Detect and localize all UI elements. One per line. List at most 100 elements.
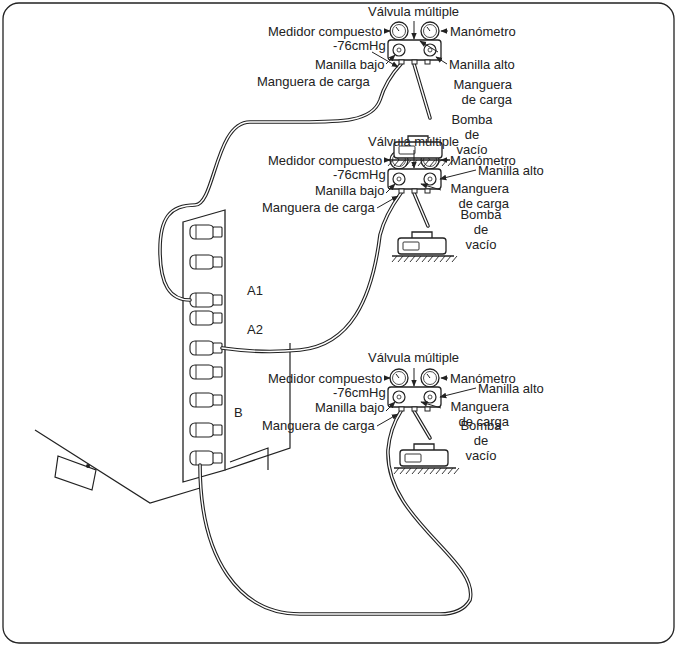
valve-body xyxy=(190,423,214,437)
valve-body xyxy=(190,341,214,355)
ground-hatch xyxy=(430,468,435,474)
ground-hatch xyxy=(436,468,441,474)
knob-center xyxy=(428,177,432,181)
valve-line xyxy=(196,451,197,465)
ground-hatch xyxy=(418,468,423,474)
outdoor-unit xyxy=(35,210,290,503)
callout-label: Medidor compuesto xyxy=(268,371,382,386)
pump-body xyxy=(398,238,446,254)
valve-nut xyxy=(213,227,222,237)
callout-label: Bomba de vacío xyxy=(458,418,504,463)
callout-label: Bomba de vacío xyxy=(458,207,504,252)
leader-arrow xyxy=(440,388,476,397)
service-valve xyxy=(190,255,222,269)
manifold-port xyxy=(425,189,430,193)
gauge-dial xyxy=(421,369,439,387)
pump-body xyxy=(400,450,448,466)
gauge-face xyxy=(393,25,406,38)
gauge-face xyxy=(424,372,437,385)
ground-hatch xyxy=(400,468,405,474)
valve-body xyxy=(190,293,214,307)
ground-hatch xyxy=(430,160,435,166)
service-valve xyxy=(190,225,222,239)
leader-arrow xyxy=(384,378,390,379)
valve-body xyxy=(190,365,214,379)
callout-label: Manómetro xyxy=(450,24,516,39)
hose-outer xyxy=(414,64,430,118)
ground-hatch xyxy=(412,468,417,474)
hose-outer xyxy=(414,411,430,438)
charge-hose xyxy=(414,64,430,118)
leader-arrow xyxy=(420,41,438,52)
leader-arrow xyxy=(414,150,415,168)
leader-arrow xyxy=(386,184,395,193)
ground-hatch xyxy=(392,256,397,262)
ground-hatch xyxy=(406,160,411,166)
valve-line xyxy=(196,225,197,239)
manifold-port xyxy=(399,407,404,411)
unit-outline xyxy=(230,448,268,470)
knob-center xyxy=(397,48,401,52)
valve-line xyxy=(196,365,197,379)
leader-arrow xyxy=(421,184,441,190)
ground-hatch xyxy=(422,256,427,262)
unit-outline xyxy=(225,343,290,470)
callout-label: Medidor compuesto xyxy=(268,153,382,168)
pump-panel xyxy=(405,454,421,462)
hose-inner xyxy=(160,64,401,300)
manifold-body xyxy=(388,169,441,189)
manifold-knob xyxy=(393,44,405,56)
ground-hatch xyxy=(410,256,415,262)
charge-hose xyxy=(414,193,428,226)
leader-arrow xyxy=(414,368,415,386)
charge-hose xyxy=(200,411,471,614)
callout-label: -76cmHg xyxy=(333,38,386,53)
callout-label: Manguera de carga xyxy=(262,418,375,433)
unit-dot xyxy=(86,464,90,468)
hose-inner xyxy=(222,193,401,351)
charge-hose xyxy=(160,64,401,300)
callout-label: Válvula múltiple xyxy=(368,4,459,19)
gauge-dial xyxy=(421,22,439,40)
ground-hatch xyxy=(404,256,409,262)
service-valve xyxy=(190,341,222,355)
manifold-knob xyxy=(424,173,436,185)
callout-label: Manguera de carga xyxy=(443,181,509,211)
hose-inner xyxy=(414,193,428,226)
service-valve xyxy=(190,293,222,307)
unit-outline xyxy=(35,430,200,503)
vacuum-pump xyxy=(394,444,459,474)
ground-hatch xyxy=(454,468,459,474)
manifold-valve xyxy=(388,369,441,411)
leader-arrow xyxy=(386,402,395,411)
ground-hatch xyxy=(394,160,399,166)
callout-label: Válvula múltiple xyxy=(368,350,459,365)
ground-hatch xyxy=(442,468,447,474)
charge-hose xyxy=(414,411,430,438)
ground-hatch xyxy=(406,468,411,474)
valve-body xyxy=(190,451,214,465)
manifold-port xyxy=(412,407,417,411)
callout-label: -76cmHg xyxy=(333,167,386,182)
leader-arrow xyxy=(414,21,415,39)
knob-center xyxy=(397,395,401,399)
valve-nut xyxy=(213,257,222,267)
hose-inner xyxy=(414,64,430,118)
ground-hatch xyxy=(448,468,453,474)
valve-body xyxy=(190,311,214,325)
frame xyxy=(3,3,674,643)
hose-outer xyxy=(160,64,401,300)
valve-plate xyxy=(183,210,225,482)
valve-body xyxy=(190,225,214,239)
ground-hatch xyxy=(424,160,429,166)
valve-nut xyxy=(213,313,222,323)
hose-outer xyxy=(414,193,428,226)
ground-hatch xyxy=(442,160,447,166)
valve-line xyxy=(196,293,197,307)
callout-label: Manilla bajo xyxy=(315,57,384,72)
leader-arrow xyxy=(440,170,476,179)
valve-nut xyxy=(213,367,222,377)
hose-outer xyxy=(200,411,471,614)
